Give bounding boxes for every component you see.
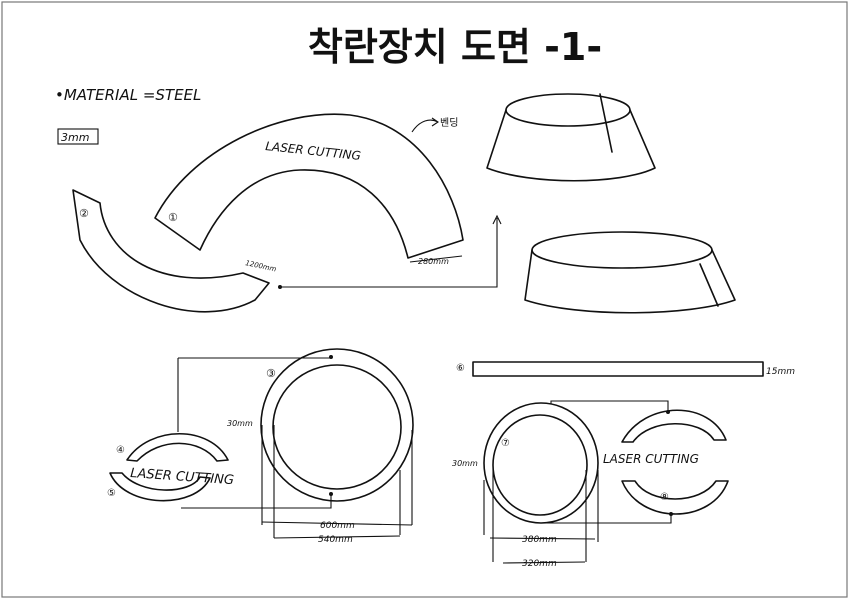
bending-arrow-icon <box>411 117 439 133</box>
material-note: •MATERIAL =STEEL <box>55 86 201 104</box>
arc-part-5 <box>109 472 211 502</box>
cone-view-bottom <box>524 231 736 314</box>
cone-view-top <box>486 93 656 182</box>
page-title: 착란장치 도면 -1- <box>308 25 602 69</box>
laser-cutting-label-1: LASER CUTTING <box>265 139 362 163</box>
part-number-1: ① <box>168 211 178 224</box>
arc-part-8-bottom <box>621 480 729 515</box>
dimension-320: 320mm <box>522 559 557 569</box>
dimension-600: 600mm <box>320 521 355 531</box>
arc-part-4 <box>126 432 229 462</box>
part-number-6: ⑥ <box>456 363 465 374</box>
arc-part-8-top <box>621 409 727 443</box>
arc-piece-1 <box>154 113 464 259</box>
dimension-280: 280mm <box>418 257 449 266</box>
bending-note: 벤딩 <box>440 117 458 129</box>
dimension-1200: 1200mm <box>245 259 278 273</box>
strip-part-6 <box>472 361 764 377</box>
assembly-arrow <box>280 214 502 288</box>
laser-cutting-label-2: LASER CUTTING <box>130 466 235 488</box>
arc-piece-2 <box>72 189 270 313</box>
dimension-540: 540mm <box>318 535 353 545</box>
part-number-7: ⑦ <box>501 438 510 449</box>
part-number-4: ④ <box>116 445 125 456</box>
dimension-380: 380mm <box>522 535 557 545</box>
part-number-8: ⑧ <box>660 492 669 503</box>
ring-part-3 <box>177 348 414 539</box>
dimension-30-small: 30mm <box>452 459 478 468</box>
laser-cutting-label-3: LASER CUTTING <box>603 452 699 466</box>
dimension-15: 15mm <box>766 367 795 377</box>
part-number-2: ② <box>79 207 89 220</box>
thickness-box <box>57 128 99 145</box>
dimension-30-big: 30mm <box>227 419 253 428</box>
ring-part-7 <box>483 400 673 564</box>
part-number-5: ⑤ <box>107 488 116 499</box>
thickness-label: 3mm <box>61 131 89 144</box>
part-number-3: ③ <box>266 367 276 380</box>
dimension-line-280 <box>409 255 463 263</box>
